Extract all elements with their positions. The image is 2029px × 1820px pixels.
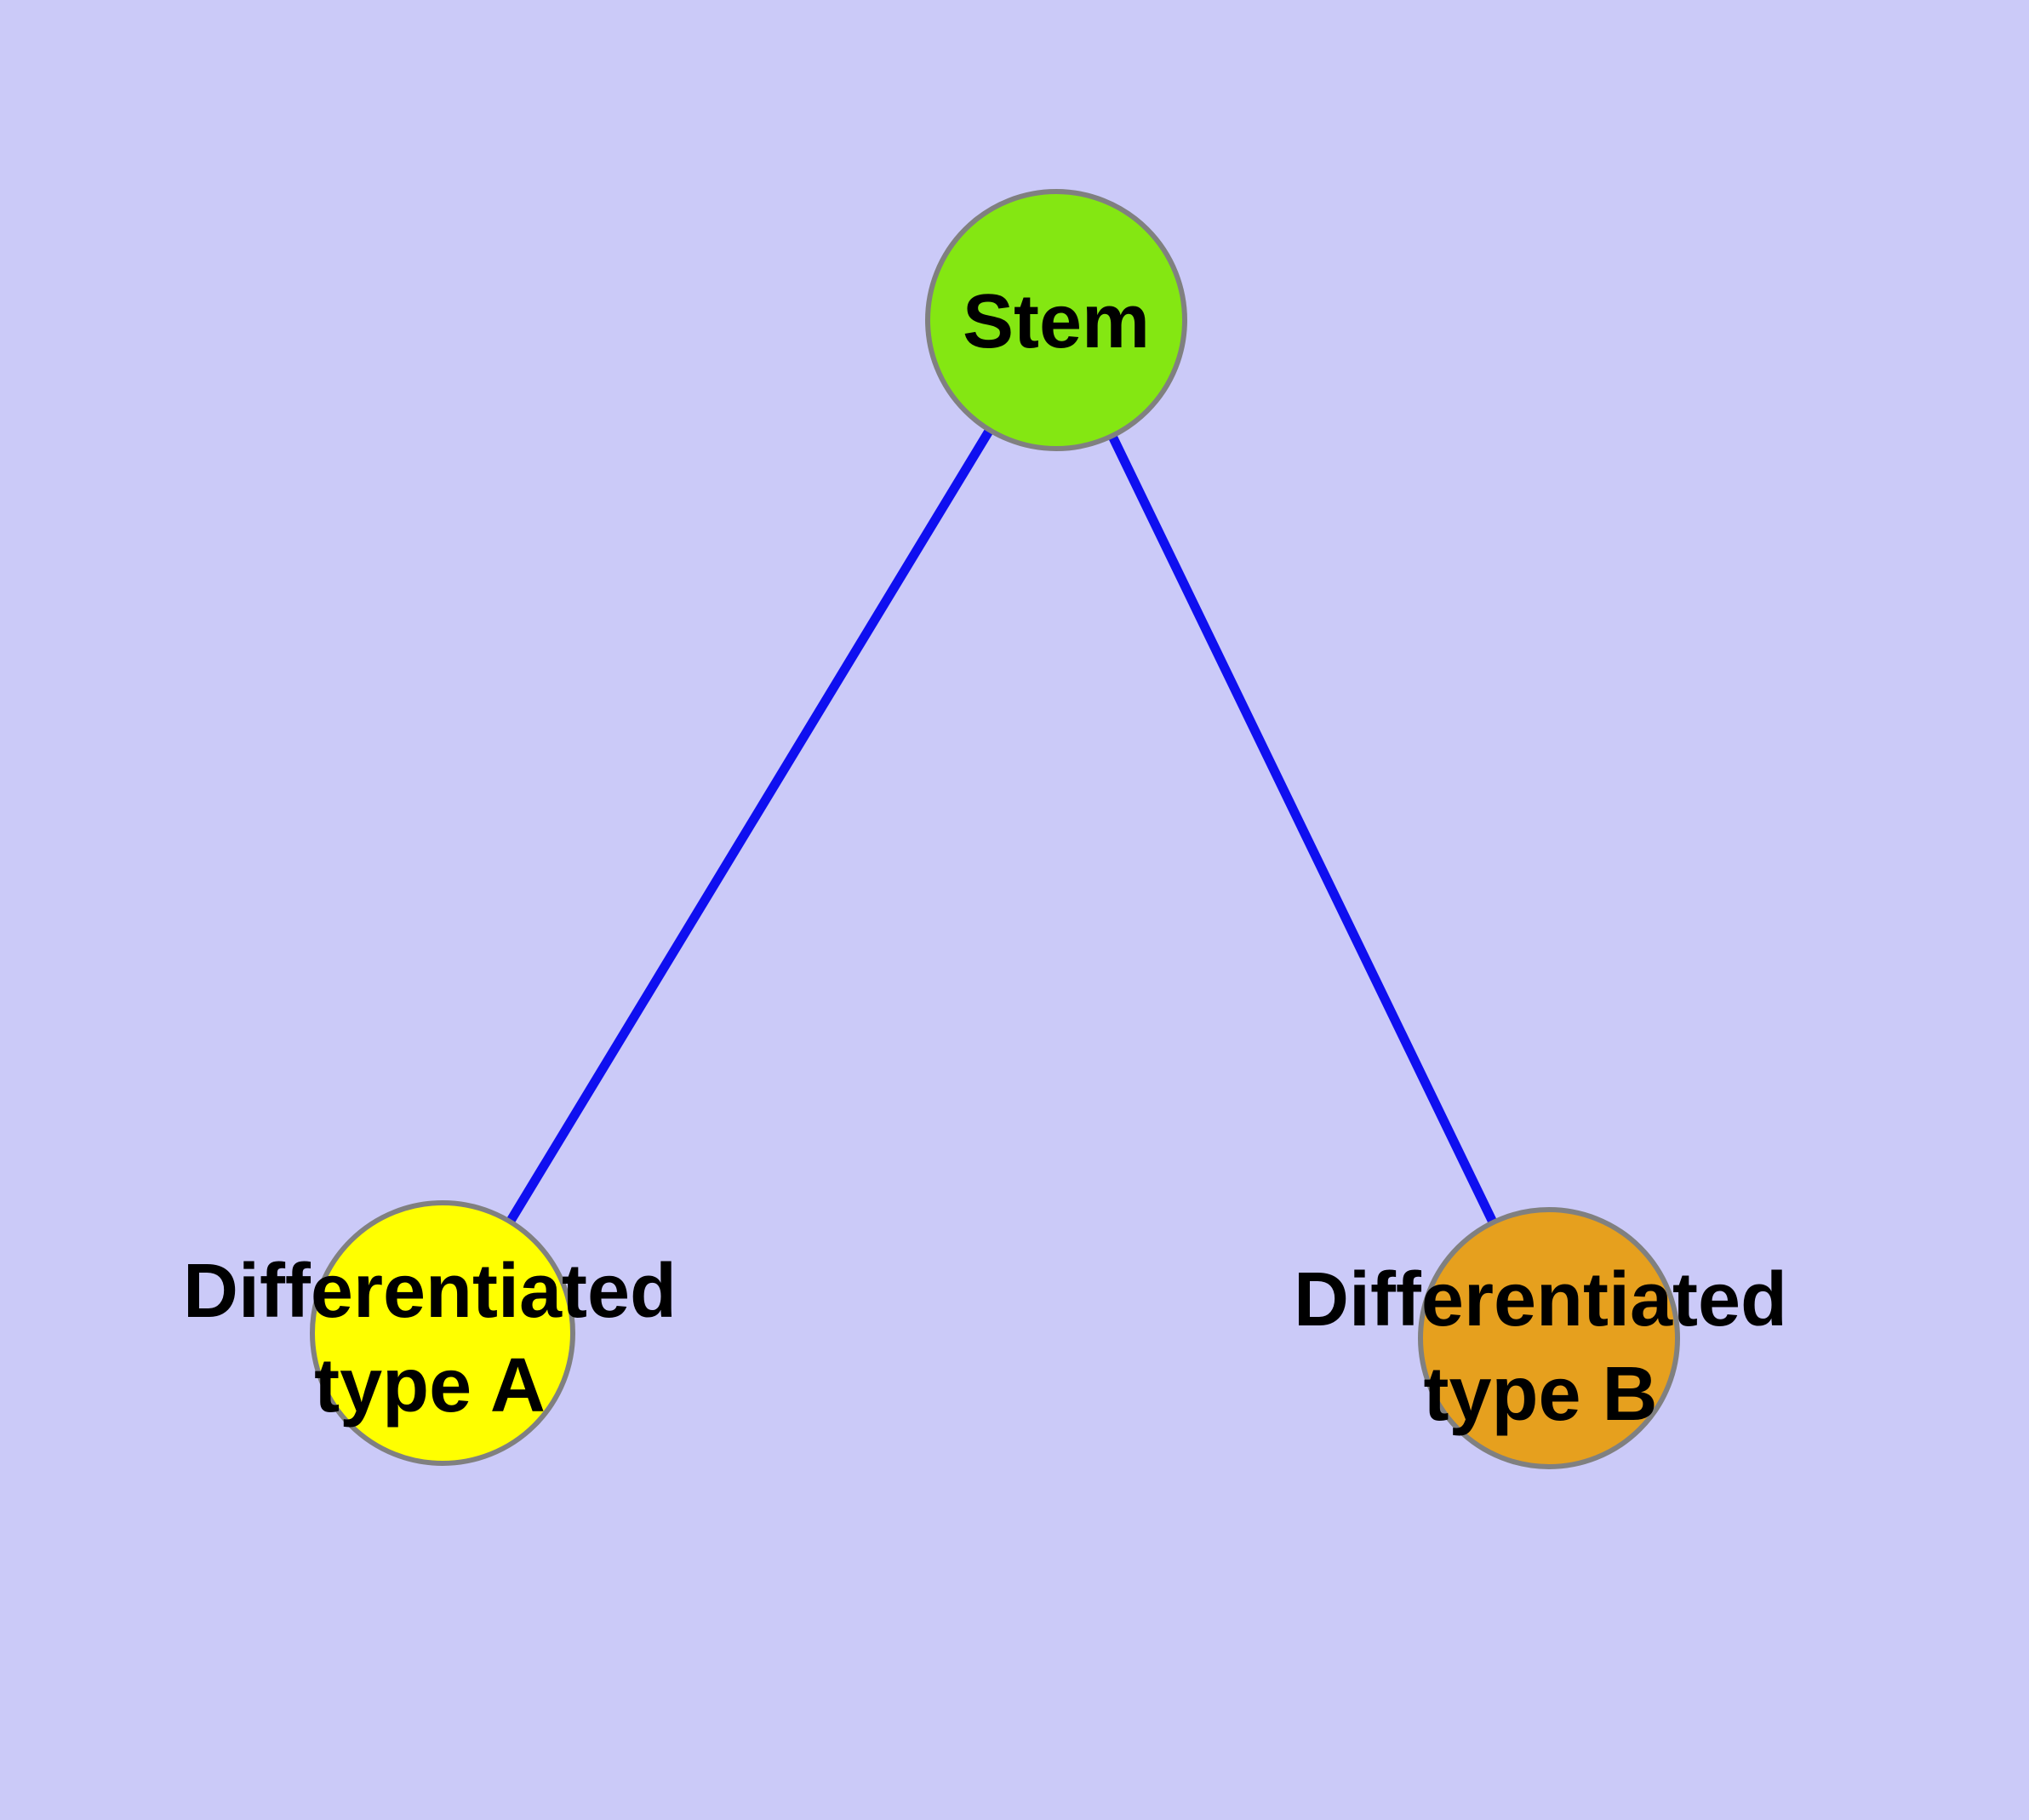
node-type-b-label-line-2: type B [1423,1352,1657,1437]
node-type-a-label-line-1: Differentiated [183,1249,677,1334]
node-stem [925,189,1187,451]
node-stem-label: Stem [963,279,1150,364]
edge-stem-to-type-b [1052,318,1553,1341]
node-type-b-label-line-1: Differentiated [1294,1257,1787,1342]
node-differentiated-type-b [1418,1207,1680,1469]
node-type-a-label-line-2: type A [314,1343,546,1428]
edge-stem-to-type-a [438,318,1060,1336]
node-differentiated-type-a [310,1200,575,1466]
